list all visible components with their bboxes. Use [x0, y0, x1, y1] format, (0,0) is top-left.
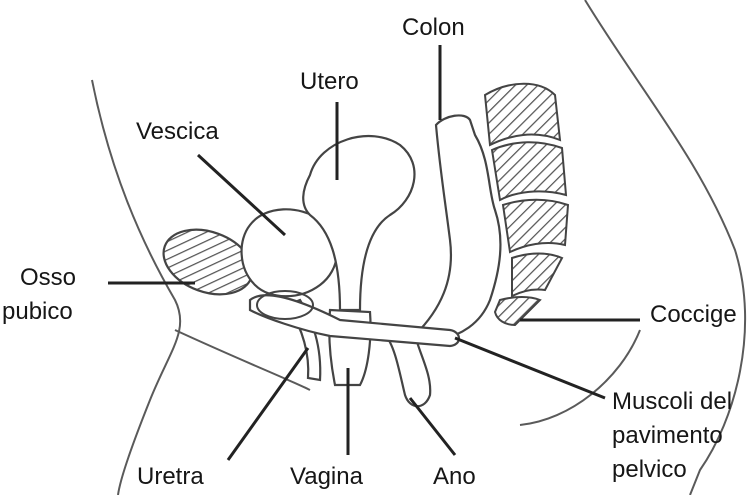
label-muscoli-2: pavimento	[612, 422, 723, 449]
label-muscoli-1: Muscoli del	[612, 388, 733, 415]
label-osso-pubico-2: pubico	[2, 298, 73, 325]
leader-lines	[108, 45, 640, 461]
label-utero: Utero	[300, 68, 359, 95]
body-outline-back	[584, 0, 747, 495]
body-outline-bottom	[174, 329, 641, 426]
label-coccige: Coccige	[650, 301, 737, 328]
label-uretra: Uretra	[137, 463, 204, 490]
label-ano: Ano	[433, 463, 476, 490]
body-outline-front	[91, 79, 182, 495]
label-osso-pubico-1: Osso	[20, 264, 77, 291]
label-muscoli-3: pelvico	[612, 456, 687, 483]
bladder	[240, 208, 338, 298]
leader-ano	[408, 397, 457, 456]
leader-uretra	[226, 347, 310, 461]
sacrum-coccyx	[483, 82, 570, 327]
label-colon: Colon	[402, 14, 465, 41]
colon-rectum	[412, 114, 502, 342]
label-vescica: Vescica	[136, 118, 219, 145]
label-vagina: Vagina	[290, 463, 363, 490]
pelvic-floor-loop	[256, 290, 314, 320]
leader-vescica	[196, 153, 287, 237]
uterus	[302, 135, 416, 312]
leader-muscoli	[454, 336, 606, 400]
anal-canal	[382, 333, 432, 408]
